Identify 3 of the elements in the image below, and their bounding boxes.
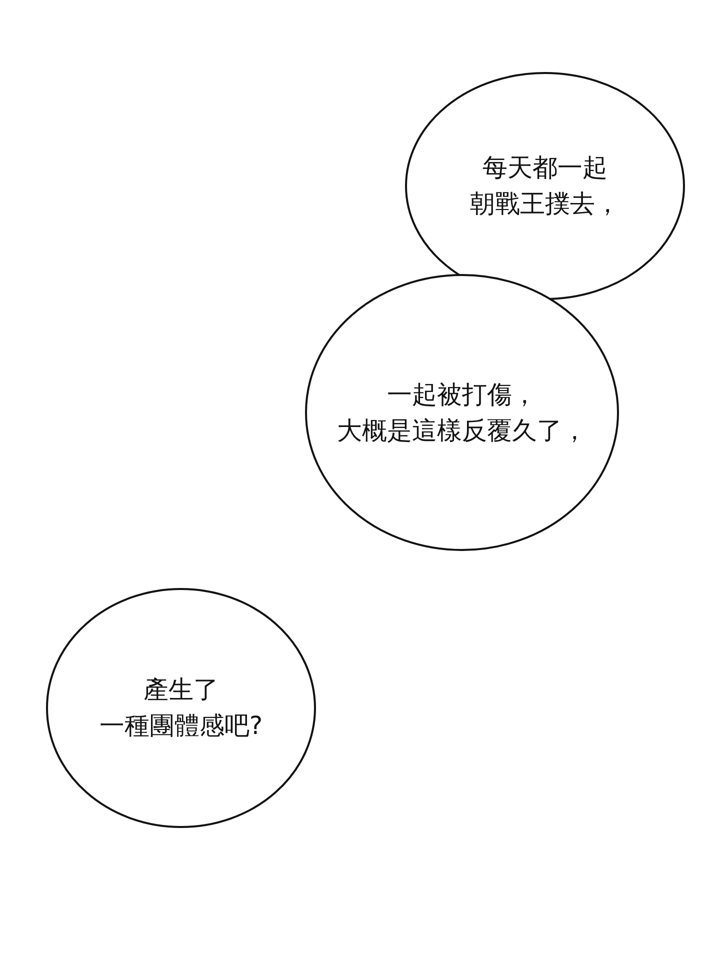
speech-text: 每天都一起朝戰王撲去， bbox=[469, 152, 621, 220]
speech-text: 一起被打傷，大概是這樣反覆久了， bbox=[336, 378, 588, 446]
speech-text: 產生了一種團體感吧? bbox=[98, 674, 264, 742]
